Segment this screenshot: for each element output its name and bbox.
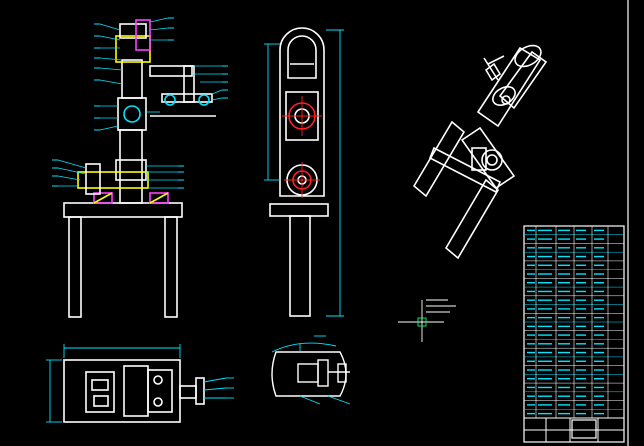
iso-view [412, 44, 548, 260]
front-view-label-stubs [52, 17, 228, 189]
detail-view-dimensions [271, 335, 351, 405]
top-view-dimensions [46, 344, 234, 423]
side-view [269, 27, 329, 317]
ucs-crosshair-icon [398, 299, 456, 342]
detail-view [271, 351, 350, 397]
title-area-name-box [571, 419, 597, 439]
front-view-leaders [57, 17, 223, 189]
side-view-dimensions [264, 29, 344, 317]
front-view [63, 19, 216, 318]
title-block [523, 225, 625, 443]
top-view [63, 359, 205, 423]
